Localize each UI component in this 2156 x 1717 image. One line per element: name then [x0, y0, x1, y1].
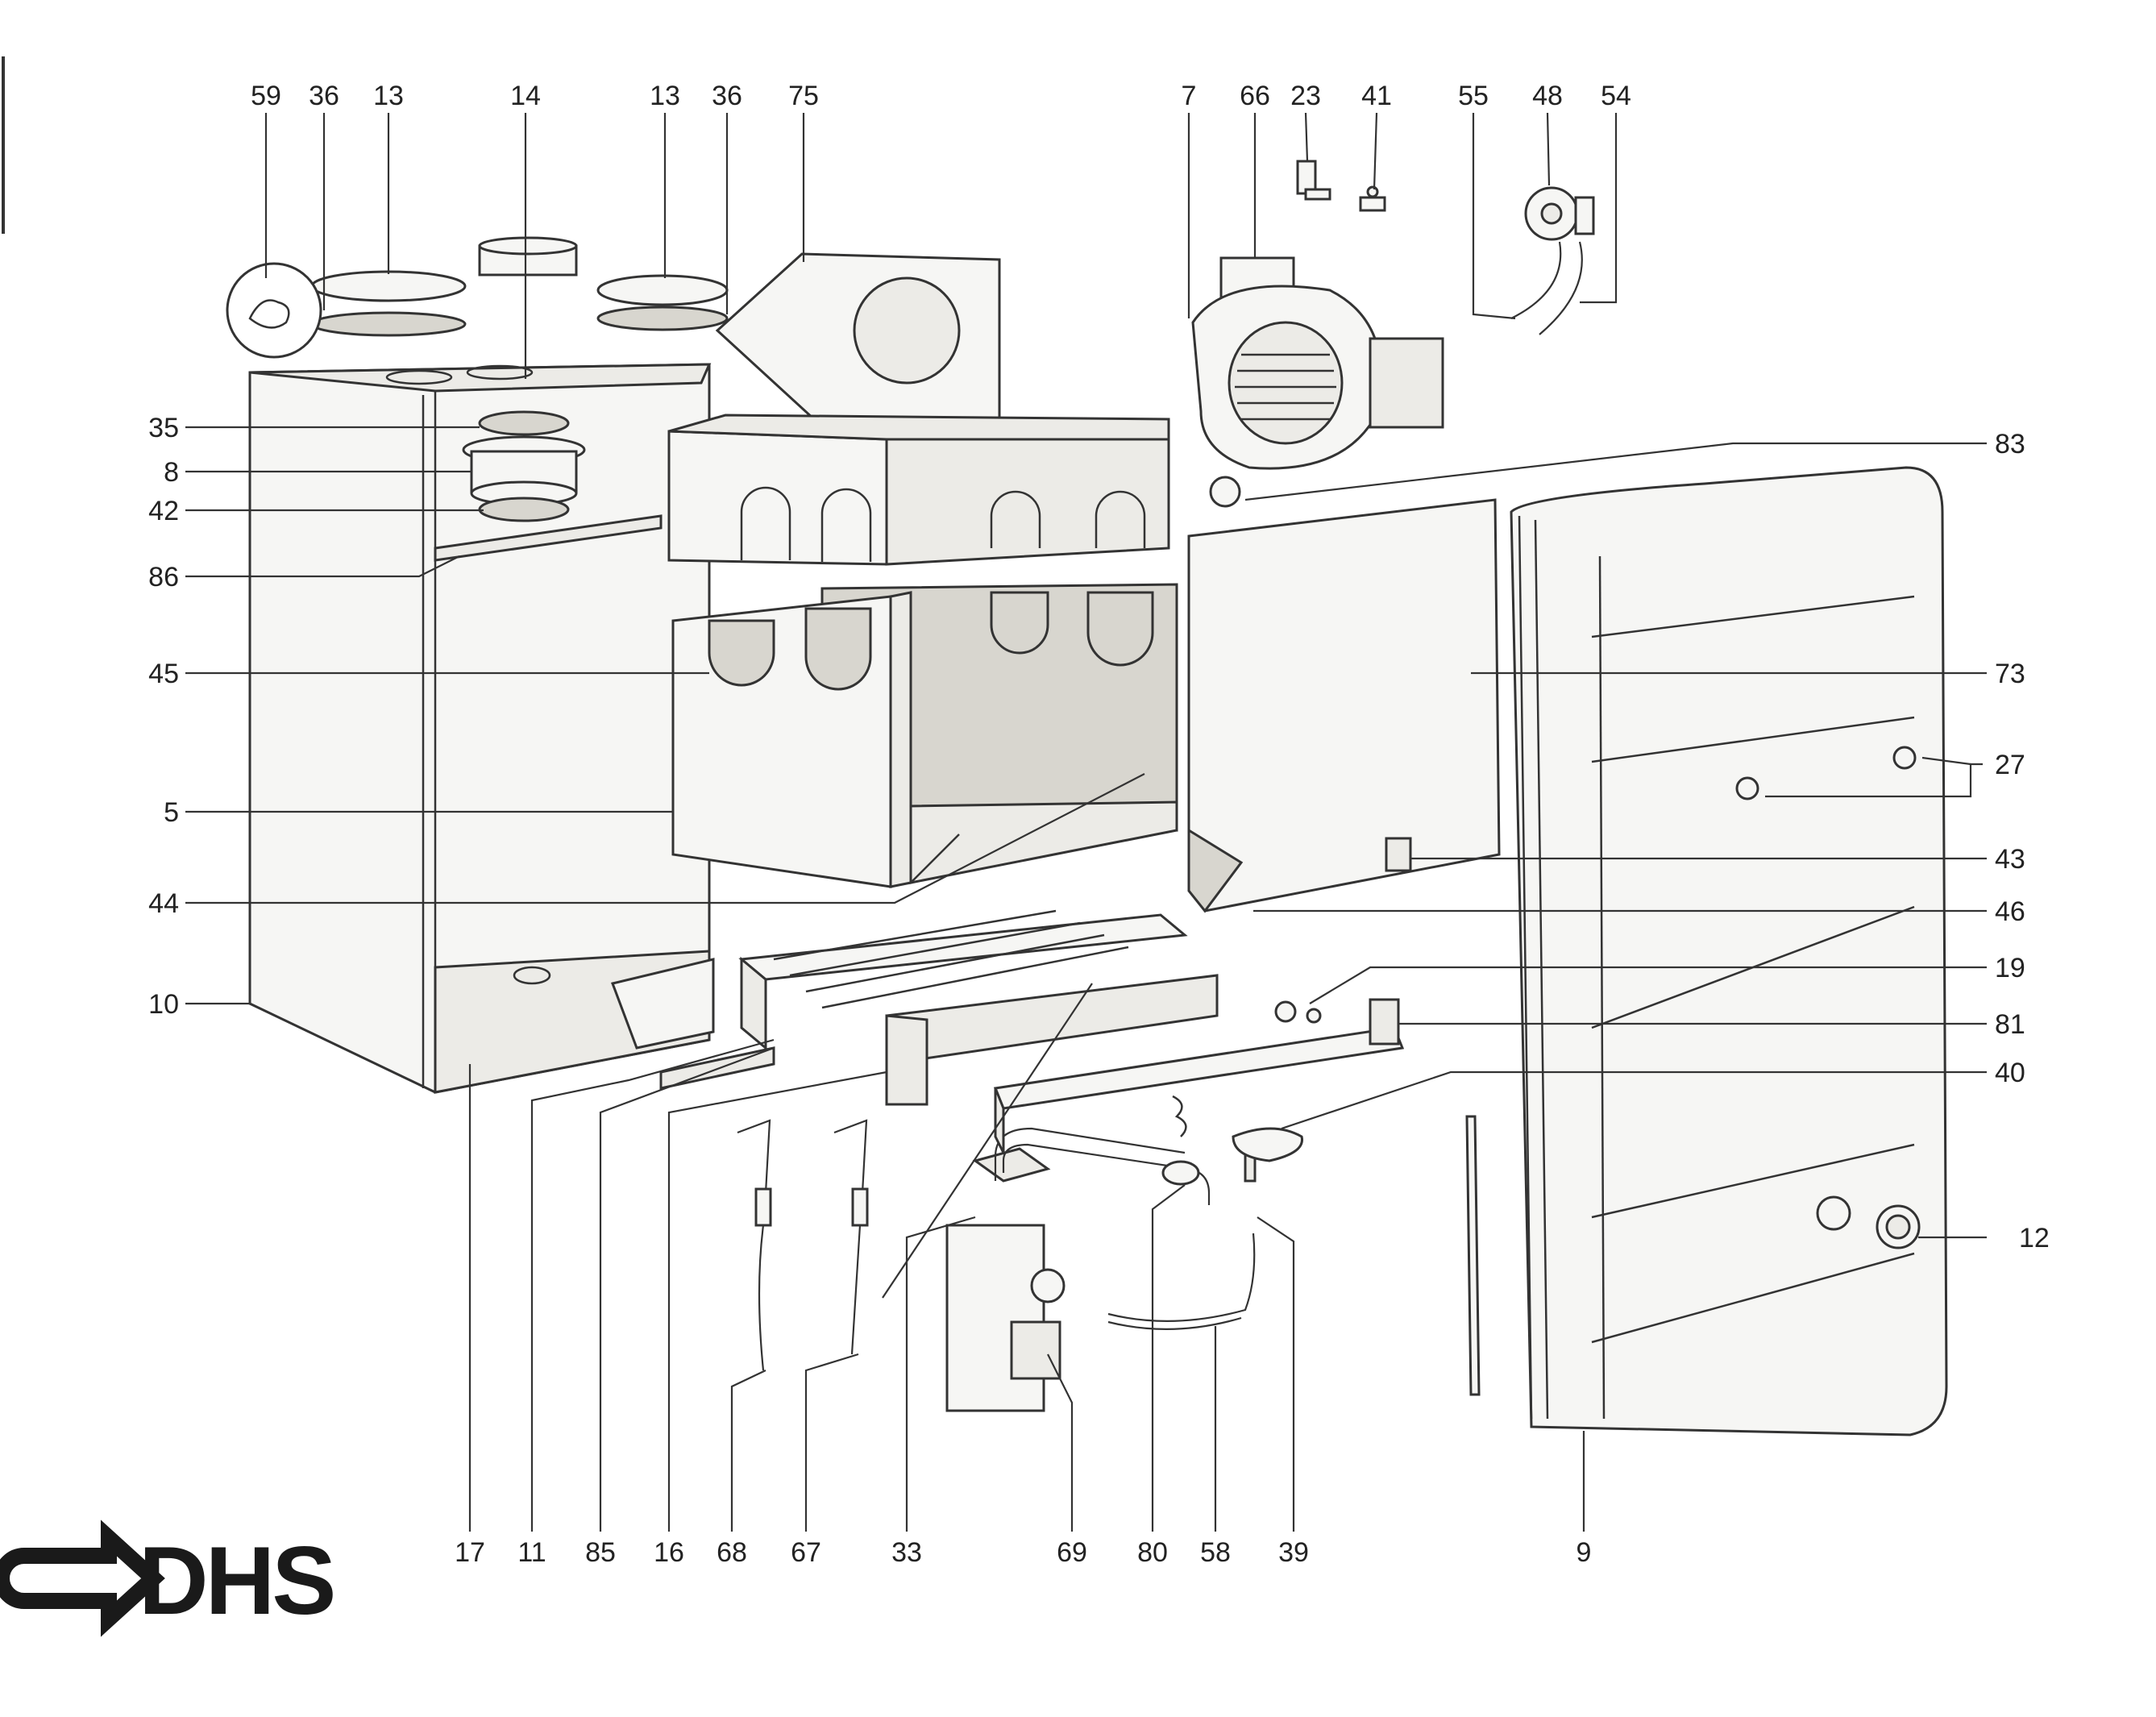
- fan-spigot-stack: [462, 410, 586, 522]
- part-label: 66: [1240, 81, 1270, 111]
- part-label: 40: [1995, 1058, 2025, 1088]
- part-label: 41: [1361, 81, 1392, 111]
- part-label: 45: [148, 659, 179, 689]
- leader-lines: [185, 112, 1987, 1532]
- part-label: 33: [891, 1537, 922, 1568]
- logo-text: DHS: [139, 1527, 333, 1635]
- part-label: 59: [251, 81, 281, 111]
- part-label: 46: [1995, 896, 2025, 927]
- flue-collars: [226, 236, 729, 359]
- fan-grille-lines: [1235, 353, 1336, 421]
- part-label: 36: [309, 81, 339, 111]
- gas-valve-pipework: [945, 998, 1405, 1412]
- part-label: 13: [373, 81, 404, 111]
- labels-bottom: 17 11 85 16 68 67 33 69 80 58 39 9: [455, 1537, 1591, 1568]
- part-label: 12: [2019, 1223, 2050, 1253]
- part-label: 80: [1137, 1537, 1168, 1568]
- part-label: 44: [148, 888, 179, 919]
- part-label: 36: [712, 81, 742, 111]
- inner-front-panel: [1187, 498, 1501, 913]
- labels-top: 59 36 13 14 13 36 75 7 66 23 41 55 48 54: [251, 81, 1631, 111]
- part-label: 81: [1995, 1009, 2025, 1040]
- part-label: 9: [1576, 1537, 1592, 1568]
- outer-front-cover: [1465, 466, 1948, 1436]
- part-label: 54: [1601, 81, 1631, 111]
- part-label: 75: [788, 81, 819, 111]
- part-label: 19: [1995, 953, 2025, 983]
- part-label: 13: [650, 81, 680, 111]
- part-label: 8: [164, 457, 179, 488]
- part-label: 58: [1200, 1537, 1231, 1568]
- draught-hood: [667, 252, 1170, 566]
- part-label: 67: [791, 1537, 821, 1568]
- burner-assembly: [610, 909, 1219, 1106]
- detail-callout-59: [226, 262, 322, 359]
- part-label: 23: [1290, 81, 1321, 111]
- part-label: 68: [717, 1537, 747, 1568]
- part-label: 27: [1995, 750, 2025, 780]
- part-label: 83: [1995, 429, 2025, 459]
- part-label: 48: [1532, 81, 1563, 111]
- part-label: 5: [164, 797, 179, 828]
- ignition-electrodes: [737, 1119, 869, 1371]
- dhs-logo: DHS: [0, 1520, 336, 1637]
- part-label: 39: [1278, 1537, 1309, 1568]
- fan-assembly: [1191, 256, 1444, 508]
- combustion-chamber: [671, 583, 1178, 888]
- part-label: 17: [455, 1537, 485, 1568]
- arrow-logo-icon: [0, 1520, 165, 1637]
- part-label: 69: [1057, 1537, 1087, 1568]
- part-label: 35: [148, 413, 179, 443]
- part-label: 14: [510, 81, 541, 111]
- part-label: 85: [585, 1537, 616, 1568]
- small-fittings: [1296, 160, 1386, 212]
- burner-bars: [773, 909, 1129, 1009]
- part-label: 11: [517, 1537, 546, 1568]
- part-label: 43: [1995, 844, 2025, 875]
- labels-right: 83 73 27 43 46 19 81 40 12: [1995, 429, 2050, 1253]
- part-label: 73: [1995, 659, 2025, 689]
- part-label: 16: [654, 1537, 684, 1568]
- part-label: 42: [148, 496, 179, 526]
- pressure-switch: [1510, 186, 1595, 335]
- part-label: 7: [1182, 81, 1197, 111]
- part-label: 10: [148, 989, 179, 1020]
- part-label: 86: [148, 562, 179, 592]
- labels-left: 35 8 42 86 45 5 44 10: [148, 413, 179, 1020]
- part-label: 55: [1458, 81, 1489, 111]
